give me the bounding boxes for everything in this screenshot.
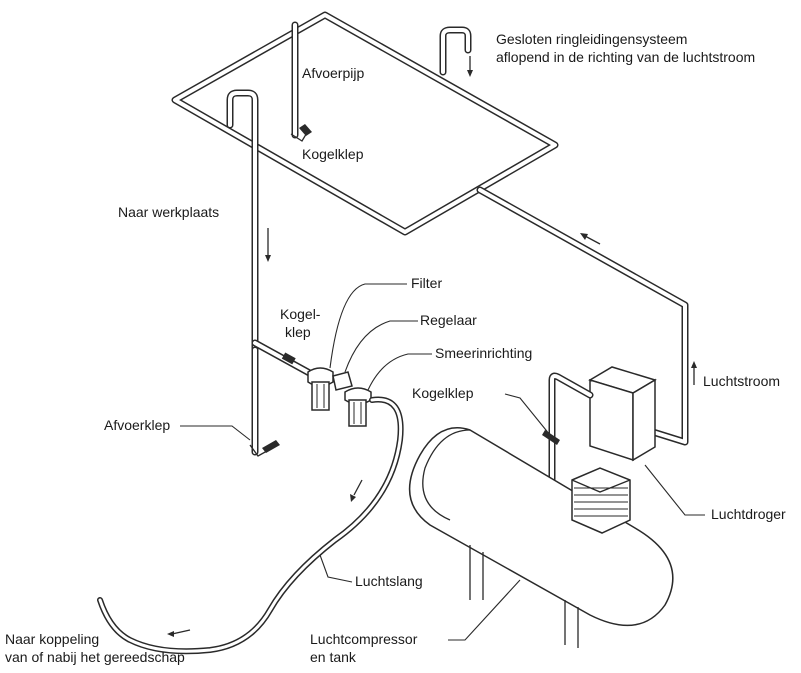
label-compressor-line1: Luchtcompressor [310,631,418,647]
drop-leg [249,346,280,457]
label-lubricator: Smeerinrichting [435,345,533,361]
label-ball-valve-compressor: Kogelklep [412,385,474,401]
label-airflow: Luchtstroom [703,373,781,389]
label-ball-valve-top: Kogelklep [302,146,364,162]
compressor-tank [408,427,674,648]
label-ball-valve-drop-line1: Kogel- [280,306,321,322]
label-drain-pipe: Afvoerpijp [302,65,365,81]
label-regulator: Regelaar [420,312,477,328]
label-filter: Filter [411,275,443,291]
label-closed-loop-line2: aflopend in de richting van de luchtstro… [496,49,756,65]
compressor-outlet-pipe [542,372,594,494]
return-pipe-to-dryer [476,186,697,446]
frl-unit [307,367,372,427]
label-drain-valve: Afvoerklep [104,417,171,433]
label-to-coupling-line1: Naar koppeling [5,631,100,647]
label-compressor-line2: en tank [310,649,356,665]
label-to-coupling-line2: van of nabij het gereedschap [5,649,185,665]
label-to-workshop: Naar werkplaats [118,204,220,220]
gooseneck-inlet [439,26,473,77]
ring-main-piping [171,11,559,236]
leader-lines [180,283,705,641]
air-hose [97,396,404,655]
air-dryer [588,366,657,462]
left-gooseneck-drop [226,89,271,354]
label-ball-valve-drop-line2: klep [285,324,311,340]
frl-branch [251,339,319,380]
label-air-hose: Luchtslang [355,573,423,589]
drain-pipe [290,21,312,142]
label-closed-loop-line1: Gesloten ringleidingensysteem [496,31,688,47]
label-air-dryer: Luchtdroger [711,506,786,522]
